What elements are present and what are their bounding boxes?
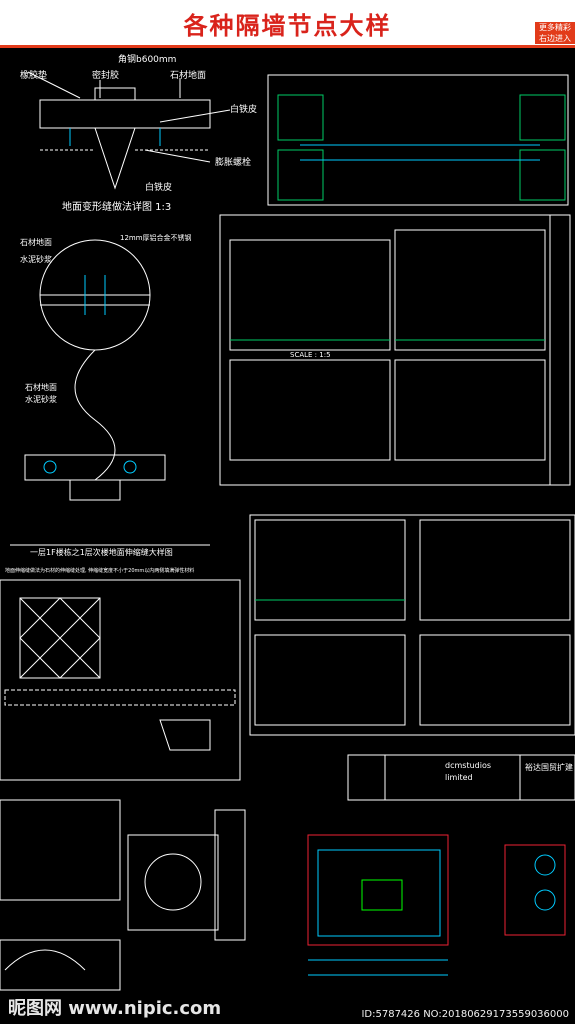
watermark-id: ID:5787426 NO:20180629173559036000 — [361, 1009, 569, 1020]
title-block — [347, 754, 575, 801]
label-d: 石材地面 — [25, 382, 57, 392]
label-b: 水泥砂浆 — [20, 254, 52, 264]
page-title: 各种隔墙节点大样 — [183, 11, 392, 40]
label-sheet-2: 白铁皮 — [145, 181, 172, 193]
label-a: 石材地面 — [20, 237, 52, 247]
project-name: 裕达国贸扩建 — [525, 762, 573, 772]
detail-caption: 地面变形缝做法详图 1:3 — [62, 200, 171, 213]
page-header: 各种隔墙节点大样 更多精彩 右边进入 — [0, 0, 575, 48]
label-steel: 角钢b600mm — [118, 53, 176, 65]
label-sheet: 白铁皮 — [230, 103, 257, 115]
label-floor: 石材地面 — [170, 69, 206, 81]
label-c: 12mm厚铝合金不锈钢 — [120, 233, 192, 242]
note-2: 地面伸缩缝做法为石材的伸缩缝处理, 伸缩缝宽度不小于20mm以内两侧填满弹性材料 — [5, 567, 194, 574]
bottom-left-details — [0, 799, 246, 991]
circle-joint-detail — [10, 239, 210, 546]
more-badge[interactable]: 更多精彩 右边进入 — [535, 22, 575, 44]
label-bolt: 膨胀螺栓 — [215, 156, 251, 168]
scale-label-1: SCALE : 1:5 — [290, 351, 331, 359]
badge-line-2: 右边进入 — [539, 34, 571, 43]
badge-line-1: 更多精彩 — [539, 23, 571, 32]
section-sheet-1 — [219, 214, 571, 486]
label-rubber: 橡胶垫 — [20, 69, 47, 81]
label-e: 水泥砂浆 — [25, 394, 57, 404]
ceiling-detail — [0, 579, 241, 781]
section-sheet-2 — [249, 514, 575, 736]
partition-section-top — [267, 74, 569, 206]
caption-2: 一层1F楼栋之1层次楼地面伸缩缝大样图 — [30, 547, 173, 557]
floor-joint-detail — [27, 71, 231, 190]
watermark-site: 昵图网 www.nipic.com — [8, 998, 222, 1019]
brand: dcmstudios — [445, 761, 491, 770]
brand-2: limited — [445, 773, 473, 782]
elevation-drawing — [307, 834, 566, 976]
cad-drawing-sheet: 橡胶垫 密封胶 角钢b600mm 石材地面 白铁皮 膨胀螺栓 白铁皮 地面变形缝… — [0, 53, 575, 991]
label-adhesive: 密封胶 — [92, 69, 119, 81]
